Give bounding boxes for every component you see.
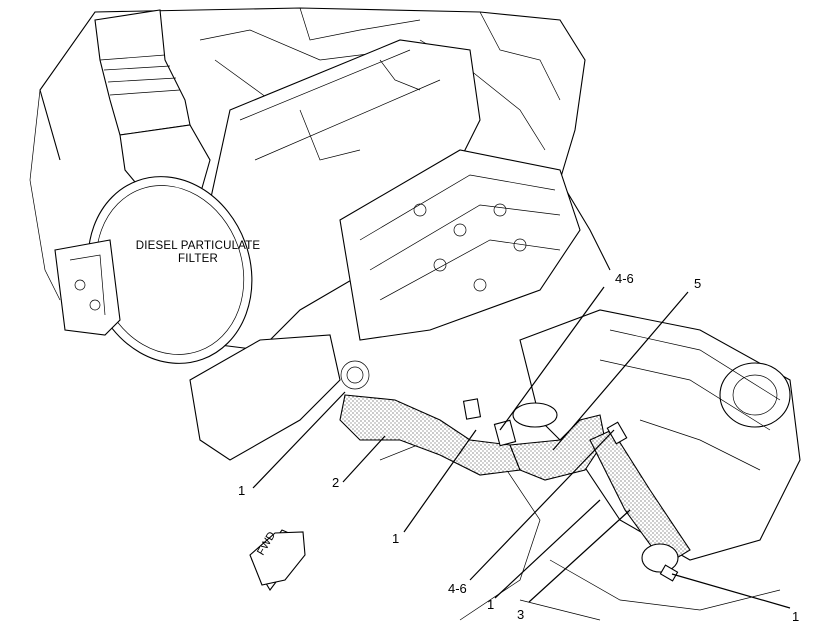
hose-3-end-fitting xyxy=(641,543,679,573)
turbo-assembly xyxy=(512,309,801,561)
intake-elbow xyxy=(94,9,211,201)
callout-1-middle: 1 xyxy=(392,531,400,546)
callout-1-left: 1 xyxy=(238,483,246,498)
fwd-arrow-icon xyxy=(249,529,306,591)
callout-2: 2 xyxy=(332,475,340,490)
callout-1-bottom: 1 xyxy=(487,597,495,612)
mounting-bracket xyxy=(54,239,121,336)
outlet-housing xyxy=(189,334,370,461)
callout-5: 5 xyxy=(694,276,702,291)
component-title-line1: DIESEL PARTICULATE xyxy=(135,240,261,252)
callout-3: 3 xyxy=(517,607,525,622)
hose-clamp xyxy=(462,398,679,582)
hose-2 xyxy=(339,394,521,476)
cylinder-head-assembly xyxy=(339,149,581,341)
callout-4-6-top: 4-6 xyxy=(615,271,634,286)
component-title: DIESEL PARTICULATE FILTER xyxy=(118,240,278,266)
callout-1-right: 1 xyxy=(792,609,800,624)
callout-4-6-bottom: 4-6 xyxy=(448,581,467,596)
leader-lines xyxy=(252,286,791,609)
component-title-line2: FILTER xyxy=(178,253,218,266)
